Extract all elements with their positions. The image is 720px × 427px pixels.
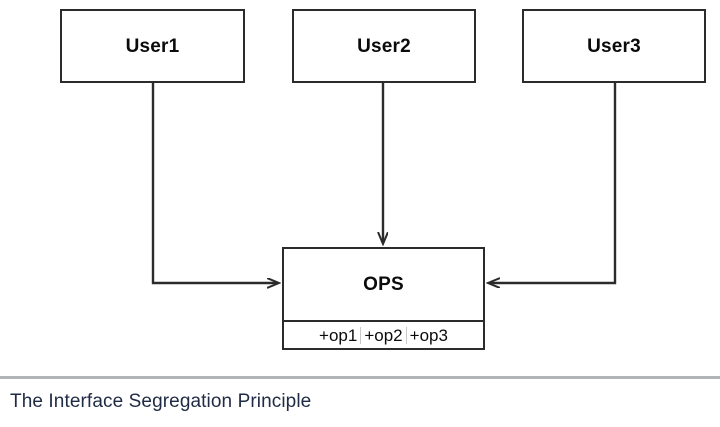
uml-class-user3-label: User3	[587, 35, 641, 57]
uml-class-user3[interactable]: User3	[522, 9, 706, 83]
uml-class-ops-label: OPS	[363, 274, 404, 295]
connector-lines-layer	[151, 83, 617, 376]
uml-operation-item: +op3	[405, 327, 451, 344]
uml-class-user1[interactable]: User1	[60, 9, 245, 83]
uml-class-ops-name-compartment: OPS	[284, 249, 483, 322]
uml-class-user2[interactable]: User2	[292, 9, 476, 83]
connector-user3-to-ops	[489, 83, 617, 283]
uml-operation-item: +op1	[319, 326, 358, 345]
uml-operation-item: +op2	[360, 327, 405, 344]
figure-caption: The Interface Segregation Principle	[10, 391, 312, 412]
uml-class-user1-label: User1	[125, 35, 180, 57]
caption-divider	[0, 376, 720, 379]
uml-class-ops-operations-compartment: +op1 +op2 +op3	[284, 322, 483, 348]
uml-class-user2-label: User2	[357, 35, 411, 57]
uml-operations-list: +op1 +op2 +op3	[316, 327, 451, 344]
uml-class-ops[interactable]: OPS +op1 +op2 +op3	[282, 247, 485, 350]
connector-user1-to-ops	[151, 83, 278, 283]
caption-area: The Interface Segregation Principle	[0, 379, 720, 427]
diagram-canvas: User1 User2 User3 OPS +op1 +op2 +op3	[60, 9, 706, 376]
